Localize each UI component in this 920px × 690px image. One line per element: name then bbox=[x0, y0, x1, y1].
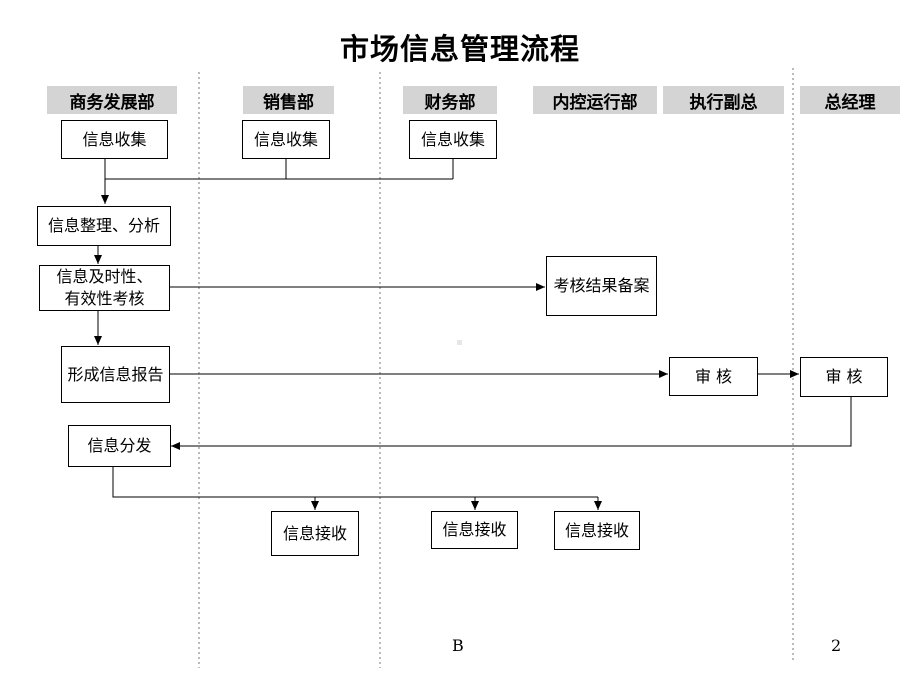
box-label: 信息分发 bbox=[87, 436, 152, 455]
organize-analyze-box: 信息整理、分析 bbox=[37, 206, 171, 246]
lane-header-internal-control: 内控运行部 bbox=[533, 86, 657, 114]
box-label: 信息整理、分析 bbox=[47, 216, 160, 235]
page-title: 市场信息管理流程 bbox=[339, 32, 580, 66]
receive-info-finance-box: 信息接收 bbox=[431, 511, 518, 549]
box-label: 信息收集 bbox=[420, 129, 485, 149]
collect-info-finance-box: 信息收集 bbox=[409, 120, 497, 159]
box-label: 考核结果备案 bbox=[553, 276, 650, 295]
lane-dividers bbox=[198, 68, 794, 668]
footer-left-label: B bbox=[452, 636, 464, 655]
create-info-report-box: 形成信息报告 bbox=[61, 346, 170, 403]
review-executive-vp-box: 审 核 bbox=[669, 357, 758, 396]
collect-info-business-box: 信息收集 bbox=[61, 120, 168, 159]
lane-header-general-manager: 总经理 bbox=[800, 86, 900, 114]
lane-header-executive-vp: 执行副总 bbox=[663, 86, 784, 114]
box-label: 信息及时性、 有效性考核 bbox=[56, 267, 153, 308]
box-label: 审 核 bbox=[694, 366, 733, 386]
lane-header-finance: 财务部 bbox=[403, 86, 497, 114]
assessment-result-archive-box: 考核结果备案 bbox=[546, 256, 657, 316]
box-label: 信息接收 bbox=[564, 520, 629, 540]
lane-header-business-dev: 商务发展部 bbox=[47, 86, 177, 114]
box-label: 信息收集 bbox=[253, 129, 318, 149]
box-label: 信息收集 bbox=[82, 129, 147, 149]
box-label: 信息接收 bbox=[442, 520, 507, 539]
connector-distribute-bus bbox=[112, 467, 598, 498]
receive-info-internal-control-box: 信息接收 bbox=[554, 511, 640, 550]
page-number: 2 bbox=[831, 636, 842, 655]
box-label: 审 核 bbox=[825, 367, 863, 386]
receive-info-sales-box: 信息接收 bbox=[271, 511, 359, 556]
slide-marker-dot bbox=[457, 340, 462, 345]
box-label: 信息接收 bbox=[282, 523, 347, 543]
review-general-manager-box: 审 核 bbox=[800, 357, 888, 397]
box-label: 形成信息报告 bbox=[67, 364, 164, 384]
distribute-info-box: 信息分发 bbox=[68, 425, 171, 467]
collect-info-sales-box: 信息收集 bbox=[242, 120, 330, 159]
lane-header-sales: 销售部 bbox=[243, 86, 334, 114]
arrow-review-gm-to-distribute bbox=[171, 397, 852, 450]
timeliness-validity-assessment-box: 信息及时性、 有效性考核 bbox=[39, 265, 170, 311]
